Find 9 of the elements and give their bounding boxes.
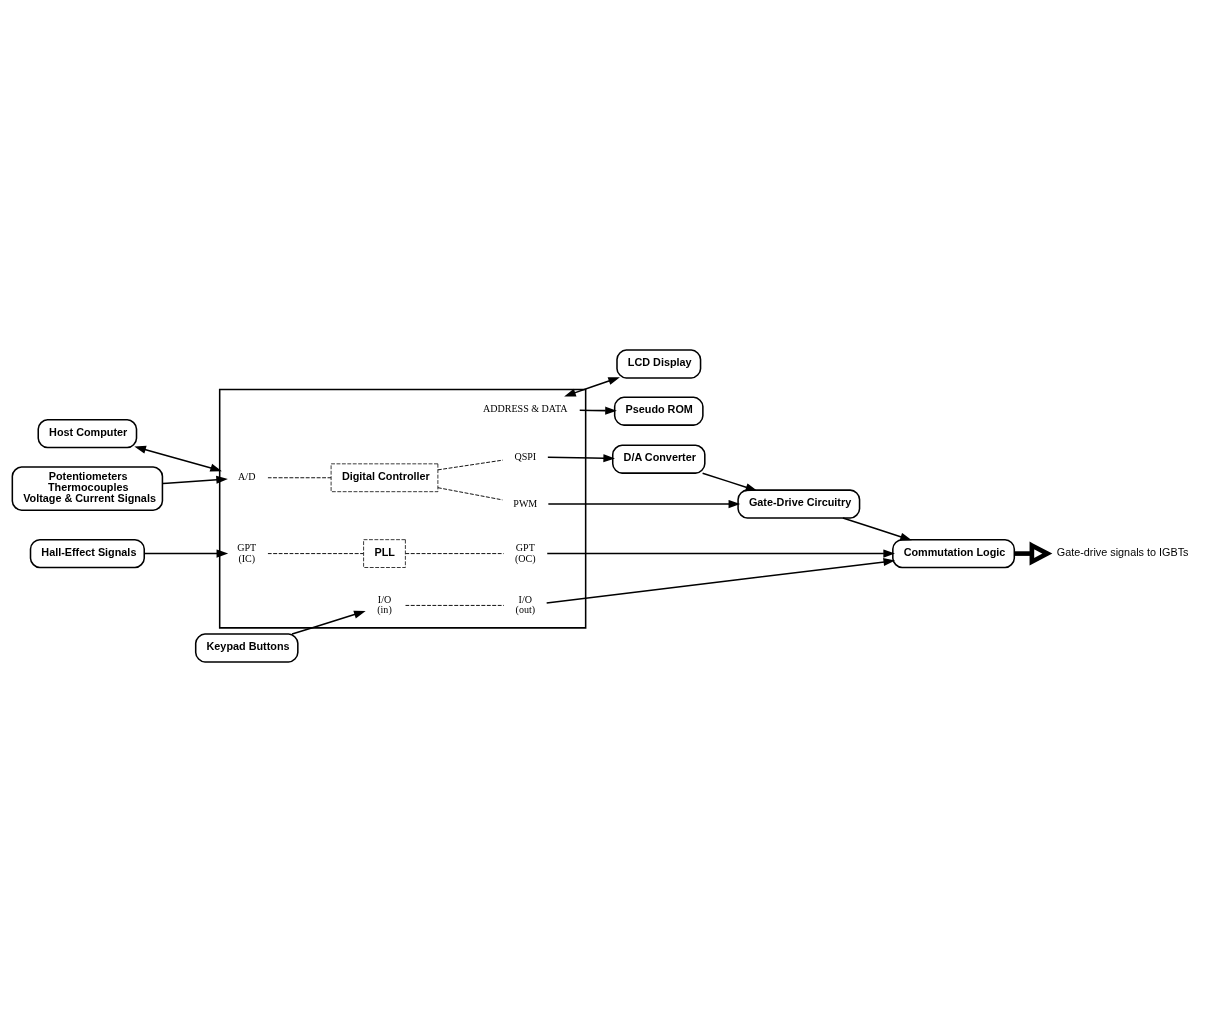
- node-text: Gate-drive signals to IGBTs: [1056, 546, 1189, 559]
- node-text: PWM: [513, 497, 538, 509]
- node-text: I/O (out): [515, 593, 536, 616]
- node-text: GPT (OC): [514, 541, 536, 564]
- node-text: GPT (IC): [237, 541, 257, 564]
- node-text: A/D: [238, 471, 256, 483]
- node-text: QSPI: [514, 450, 537, 462]
- node-text: I/O (in): [377, 593, 392, 616]
- node-text: ADDRESS & DATA: [483, 403, 568, 415]
